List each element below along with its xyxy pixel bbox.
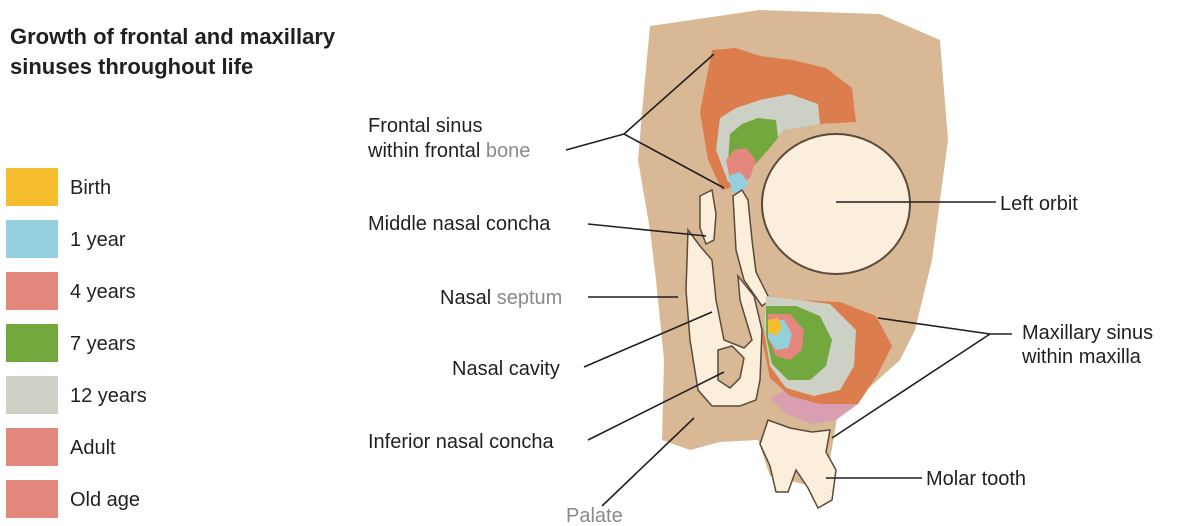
label-frontal-sinus-line2: within frontal bone [367,140,530,162]
label-nasal-septum-nasal: Nasal [440,287,497,309]
label-molar-tooth: Molar tooth [926,468,1026,490]
leader-palate [602,418,694,506]
label-nasal-cavity: Nasal cavity [452,358,560,380]
label-middle-nasal-concha: Middle nasal concha [368,213,551,235]
label-frontal-sinus-line1: Frontal sinus [368,115,483,137]
label-nasal-septum-septum: septum [497,287,563,309]
label-maxillary-sinus-line2: within maxilla [1021,346,1142,368]
label-frontal-sinus-within: within frontal [367,140,486,162]
label-maxillary-sinus-line1: Maxillary sinus [1022,322,1153,344]
label-left-orbit: Left orbit [1000,193,1078,215]
label-frontal-sinus-bone: bone [486,140,531,162]
label-palate: Palate [566,505,623,526]
label-inferior-nasal-concha: Inferior nasal concha [368,431,555,453]
left-orbit [762,134,910,274]
molar-tooth-shape [760,420,836,508]
leader-frontal-sinus-a [566,134,624,150]
label-nasal-septum: Nasal septum [440,287,562,309]
